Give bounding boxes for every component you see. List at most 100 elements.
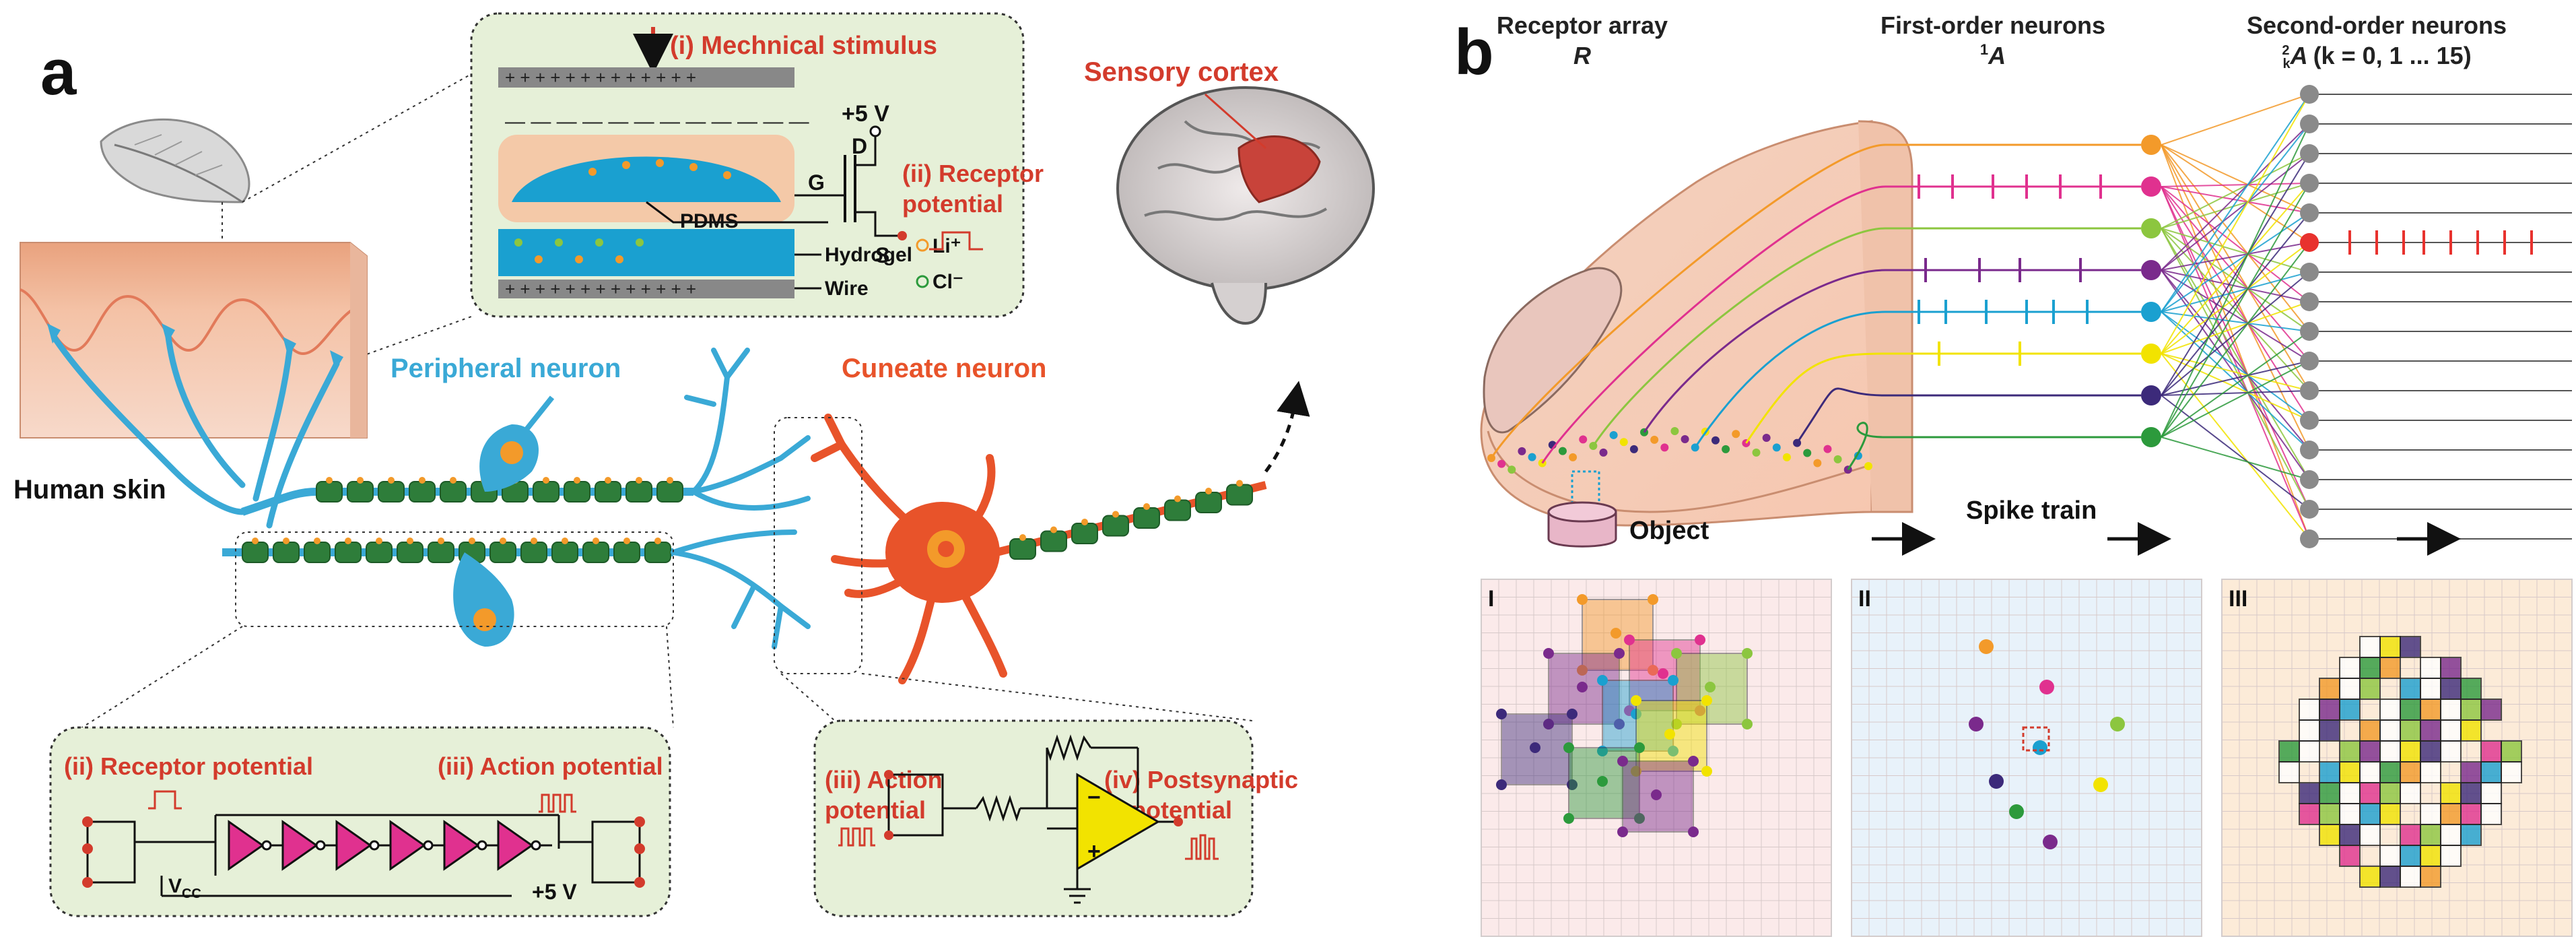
mosaic-cell	[2460, 803, 2482, 825]
myelin-segment	[273, 542, 300, 563]
first-order-neuron	[2141, 344, 2161, 364]
mosaic-cell	[2319, 782, 2340, 804]
peripheral-axon-upper	[241, 488, 693, 516]
receptor-dot	[1528, 453, 1536, 461]
mosaic-cell	[2501, 761, 2522, 783]
node-dot	[1205, 488, 1212, 494]
receptor-dot	[1688, 826, 1699, 837]
skin-block: Human skin	[13, 242, 368, 505]
synapse-line	[2161, 212, 2310, 396]
node-dot	[1050, 526, 1057, 533]
receptor-dot	[1762, 433, 1771, 442]
inverter-bubble	[261, 840, 272, 851]
cuneate-axon	[995, 481, 1267, 556]
mosaic-cell	[2480, 699, 2502, 721]
mosaic-cell	[2379, 866, 2401, 888]
myelin-segment	[409, 481, 436, 502]
receptor-dot	[1611, 628, 1621, 639]
mosaic-cell	[2359, 866, 2381, 888]
second-order-neuron	[2300, 115, 2319, 133]
receptor-potential-label: (ii) Receptor potential	[64, 752, 313, 780]
second-order-neuron	[2300, 470, 2319, 489]
mosaic-cell	[2480, 761, 2502, 783]
receptor-dot	[1833, 455, 1842, 463]
receptor-dot	[1803, 449, 1812, 457]
node-dot	[636, 477, 642, 484]
svg-text:+ + + + + + + + + + + + +: + + + + + + + + + + + + +	[505, 279, 696, 299]
receptor-dot	[1634, 742, 1645, 753]
receptor-dot	[1671, 719, 1682, 729]
postsynaptic-label-1: (iv) Postsynaptic	[1104, 766, 1298, 793]
mosaic-cell	[2501, 740, 2522, 762]
receptor-potential-label-1: (ii) Receptor	[902, 160, 1044, 187]
second-order-neuron	[2300, 85, 2319, 104]
mosaic-cell	[2440, 824, 2462, 846]
human-skin-label: Human skin	[13, 475, 166, 505]
vdd-label: +5 V	[842, 101, 889, 127]
wire-label: Wire	[825, 278, 869, 300]
mosaic-cell	[2400, 740, 2421, 762]
node-dot	[1174, 495, 1181, 502]
feather-icon	[100, 118, 250, 203]
receptor-dot	[1497, 459, 1506, 468]
receptor-dot	[2043, 835, 2058, 849]
mosaic-cell	[2299, 740, 2320, 762]
mosaic-cell	[2460, 824, 2482, 846]
synapse-line	[2161, 269, 2310, 362]
mosaic-cell	[2278, 740, 2300, 762]
receptor-dot	[1577, 665, 1588, 676]
mosaic-cell	[2420, 761, 2441, 783]
receptor-dot	[1813, 459, 1822, 467]
mosaic-cell	[2420, 740, 2441, 762]
mosaic-cell	[2339, 782, 2361, 804]
receptor-dot	[1701, 766, 1712, 777]
mosaic-cell	[2359, 782, 2381, 804]
myelin-segment	[613, 542, 640, 563]
node-dot	[450, 477, 456, 484]
receptor-dot	[1507, 465, 1516, 474]
inverter-bubble	[369, 840, 380, 851]
node-dot	[314, 538, 320, 544]
node-dot	[357, 477, 364, 484]
action-potential-label-2: potential	[825, 796, 926, 824]
mosaic-cell	[2359, 761, 2381, 783]
synapse-line	[2161, 436, 2310, 480]
mosaic-cell	[2440, 803, 2462, 825]
mosaic-cell	[2278, 761, 2300, 783]
cortex-pointer	[1205, 93, 1266, 150]
mosaic-cell	[2420, 845, 2441, 867]
receptor-dot	[1979, 639, 1994, 654]
receptor-array-title: Receptor array	[1497, 11, 1668, 39]
myelin-segment	[366, 542, 393, 563]
receptor-dot	[1631, 766, 1641, 777]
node-dot	[592, 538, 599, 544]
second-order-neuron	[2300, 500, 2319, 519]
receptor-dot	[1597, 675, 1608, 686]
afferent-line	[1745, 352, 2141, 444]
mosaic-cell	[2299, 782, 2320, 804]
cuneate-neuron-label: Cuneate neuron	[842, 354, 1046, 383]
inverter-bubble	[315, 840, 326, 851]
selection-box	[2022, 726, 2050, 752]
receptor-fan-lines	[1490, 143, 2141, 471]
mosaic-cell	[2359, 824, 2381, 846]
mosaic-cell	[2359, 678, 2381, 700]
synapse-line	[2161, 94, 2310, 145]
pulse-icon	[148, 790, 182, 810]
mosaic-cell	[2440, 845, 2462, 867]
second-order-neuron	[2300, 203, 2319, 222]
mosaic-cell	[2339, 678, 2361, 700]
receptor-dot	[1624, 635, 1635, 645]
receptor-dot	[1567, 709, 1578, 719]
receptor-dot	[2110, 717, 2125, 732]
mosaic-cell	[2440, 782, 2462, 804]
receptor-dot	[1664, 729, 1675, 740]
receptor-dot	[1648, 665, 1658, 676]
receptor-dot	[1617, 826, 1628, 837]
receptor-dot	[1648, 594, 1658, 605]
synapse-line	[2161, 271, 2310, 396]
node-dot	[1143, 503, 1150, 510]
myelin-segment	[428, 542, 454, 563]
synapse-line	[2161, 269, 2310, 480]
svg-text:— — — — — — — — — — — —: — — — — — — — — — — — —	[505, 110, 809, 133]
